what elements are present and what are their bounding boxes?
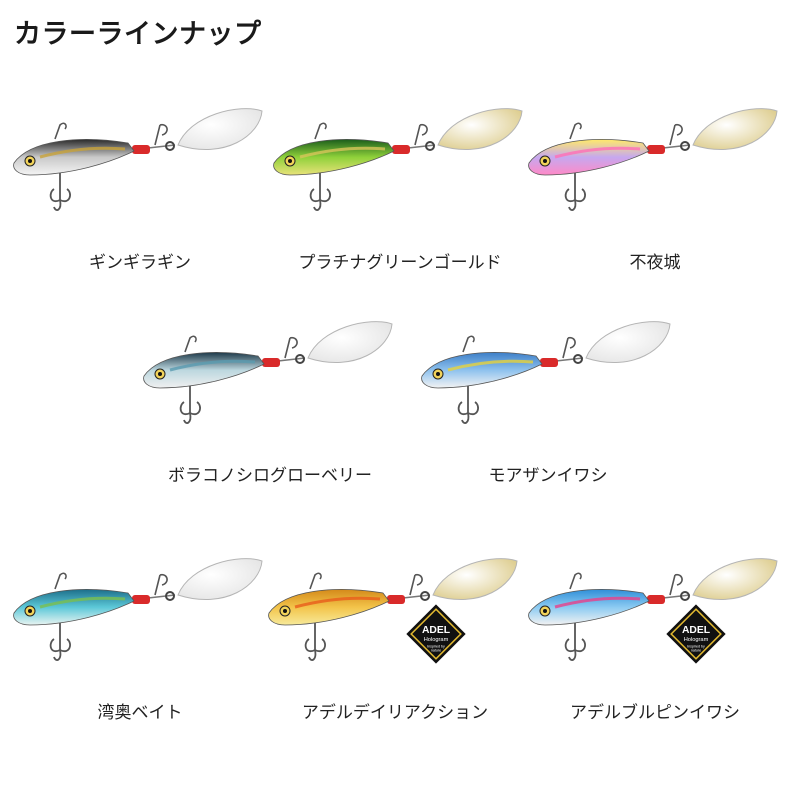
snap-ring <box>54 122 67 140</box>
lure-image <box>421 321 671 424</box>
lure-image <box>143 321 393 424</box>
treble-hook <box>564 623 586 661</box>
swivel-ring <box>425 141 435 151</box>
treble-hook <box>457 386 479 424</box>
badge-border <box>410 608 462 660</box>
lure-image <box>268 558 518 661</box>
swivel-ring <box>165 141 175 151</box>
color-name-label: アデルデイリアクション <box>301 703 489 723</box>
snap-ring <box>314 122 327 140</box>
hook-tube <box>540 358 558 367</box>
body-stripe <box>39 146 126 159</box>
pupil <box>288 159 292 163</box>
badge-line2: Inspired by <box>687 644 705 648</box>
color-name-label: 不夜城 <box>629 253 681 273</box>
treble-hook <box>309 173 331 211</box>
pupil <box>158 372 162 376</box>
color-name-label: 湾奥ベイト <box>97 703 183 723</box>
blade <box>437 108 523 150</box>
body-stripe <box>169 359 256 372</box>
body-stripe <box>554 146 641 159</box>
rear-hook <box>669 573 683 596</box>
snap-ring <box>569 122 582 140</box>
badge-brand: ADEL <box>682 625 710 636</box>
snap-ring <box>462 335 475 353</box>
swivel-ring <box>165 591 175 601</box>
hook-tube <box>392 145 410 154</box>
color-name-label: ボラコノシログローベリー <box>168 466 372 486</box>
badge-line3: nature <box>691 649 701 653</box>
lure-image <box>13 108 263 211</box>
treble-hook <box>179 386 201 424</box>
color-name-label: プラチナグリーンゴールド <box>298 253 502 273</box>
blade <box>307 321 393 363</box>
snap-ring <box>309 572 322 590</box>
blade <box>177 558 263 600</box>
lure-image <box>13 558 263 661</box>
swivel-ring <box>295 354 305 364</box>
swivel-ring <box>680 141 690 151</box>
color-name-label: アデルブルピンイワシ <box>570 703 740 723</box>
pupil <box>543 609 547 613</box>
hook-tube <box>132 595 150 604</box>
blade <box>692 108 778 150</box>
body-stripe <box>294 596 381 609</box>
pupil <box>28 159 32 163</box>
swivel-ring <box>573 354 583 364</box>
rear-hook <box>154 573 168 596</box>
badge-brand: ADEL <box>422 625 450 636</box>
lure-image <box>528 558 778 661</box>
hook-tube <box>647 145 665 154</box>
treble-hook <box>564 173 586 211</box>
rear-hook <box>409 573 423 596</box>
hook-tube <box>387 595 405 604</box>
badge-border <box>670 608 722 660</box>
hook-tube <box>132 145 150 154</box>
lure-image <box>273 108 523 211</box>
lure-image <box>528 108 778 211</box>
snap-ring <box>184 335 197 353</box>
badge-diamond <box>406 604 466 664</box>
body-stripe <box>554 596 641 609</box>
color-name-label: モアザンイワシ <box>488 466 608 486</box>
badge-line1: Hologram <box>424 637 449 643</box>
badge-line3: nature <box>431 649 441 653</box>
swivel-ring <box>420 591 430 601</box>
snap-ring <box>54 572 67 590</box>
treble-hook <box>49 623 71 661</box>
blade <box>432 558 518 600</box>
rear-hook <box>284 336 298 359</box>
pupil <box>283 609 287 613</box>
pupil <box>436 372 440 376</box>
treble-hook <box>49 173 71 211</box>
hook-tube <box>262 358 280 367</box>
rear-hook <box>154 123 168 146</box>
color-name-label: ギンギラギン <box>89 253 191 273</box>
badge-line2: Inspired by <box>427 644 445 648</box>
body-stripe <box>447 359 534 372</box>
badge-diamond <box>666 604 726 664</box>
page-title: カラーラインナップ <box>14 19 262 50</box>
blade <box>692 558 778 600</box>
body-stripe <box>299 146 386 159</box>
blade <box>177 108 263 150</box>
rear-hook <box>669 123 683 146</box>
badge-line1: Hologram <box>684 637 709 643</box>
rear-hook <box>414 123 428 146</box>
pupil <box>28 609 32 613</box>
hook-tube <box>647 595 665 604</box>
pupil <box>543 159 547 163</box>
snap-ring <box>569 572 582 590</box>
treble-hook <box>304 623 326 661</box>
body-stripe <box>39 596 126 609</box>
swivel-ring <box>680 591 690 601</box>
rear-hook <box>562 336 576 359</box>
blade <box>585 321 671 363</box>
